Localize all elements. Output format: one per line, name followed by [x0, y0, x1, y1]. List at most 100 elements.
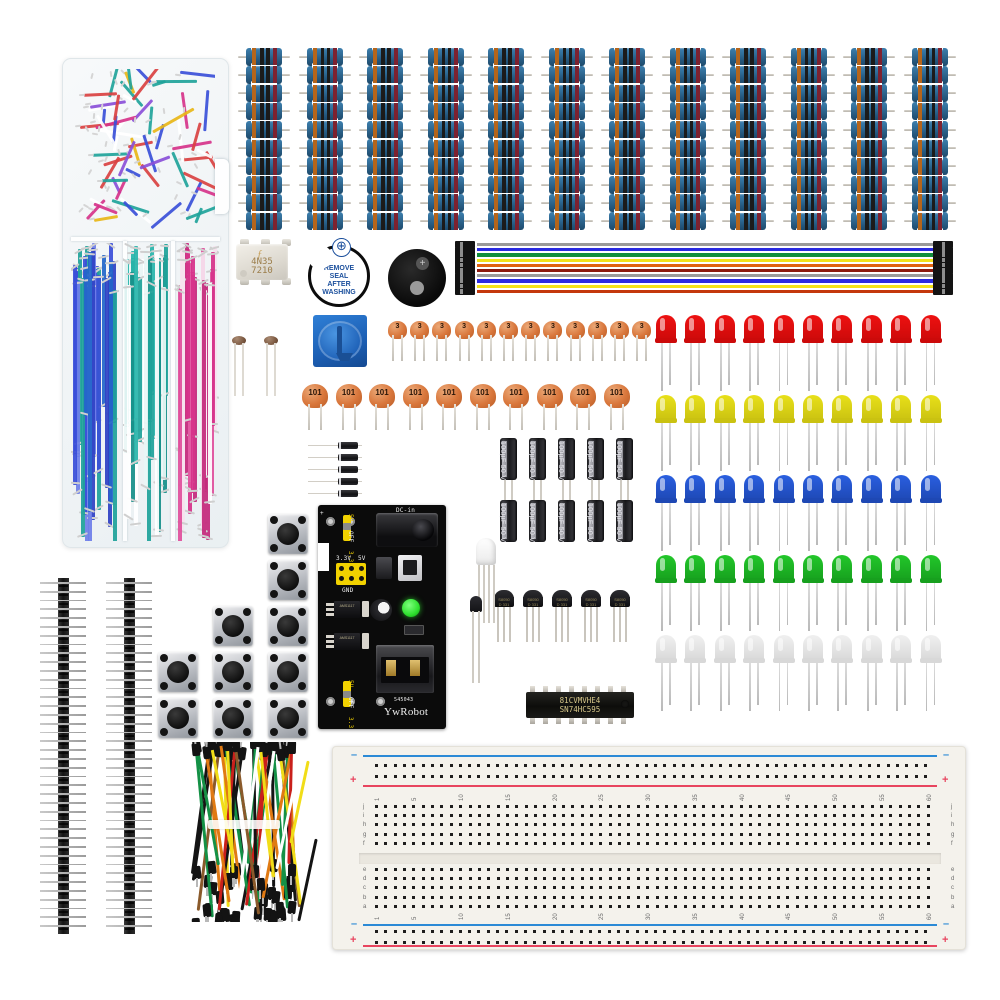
resistor-band: [266, 66, 270, 84]
resistor-band: [865, 66, 869, 84]
led-gloss: [777, 318, 783, 331]
breadboard-hole: [849, 941, 853, 944]
breadboard-hole: [459, 823, 463, 827]
resistor-band: [696, 121, 700, 139]
breadboard-hole: [674, 841, 678, 845]
breadboard-hole: [505, 764, 509, 767]
breadboard-hole: [403, 775, 407, 778]
regulator-pad: [326, 613, 334, 616]
resistor-band: [696, 102, 700, 120]
resistor-band: [623, 121, 627, 139]
led-row-green: [655, 555, 956, 635]
diode-lead: [308, 480, 362, 483]
resistor-band: [931, 194, 935, 212]
cap-lead: [627, 480, 629, 502]
jumper-lead: [71, 481, 81, 485]
led-anode: [837, 343, 840, 391]
button-pin: [270, 562, 278, 570]
header-nub: [125, 866, 134, 869]
breadboard-hole: [702, 904, 706, 908]
resistor-band: [260, 212, 264, 230]
header-pin: [106, 661, 152, 663]
jumper-wire: [109, 260, 114, 505]
resistor-band: [447, 157, 451, 175]
breadboard-hole: [907, 895, 911, 899]
resistor-band: [502, 157, 506, 175]
breadboard-hole: [683, 886, 687, 890]
breadboard-hole: [533, 775, 537, 778]
breadboard-hole: [384, 904, 388, 908]
breadboard-hole: [421, 868, 425, 871]
breadboard-hole: [552, 868, 556, 871]
header-nub: [59, 910, 68, 913]
ic-pin: [530, 716, 535, 724]
resistor-body: [246, 193, 282, 212]
breadboard-hole: [814, 832, 818, 836]
resistor: [843, 102, 895, 121]
header-pin: [106, 617, 152, 619]
resistor-band: [433, 102, 438, 120]
rail-sign-negative: –: [351, 749, 358, 761]
resistor-band: [260, 84, 264, 102]
resistor: [540, 193, 593, 212]
resistor-band: [689, 102, 693, 120]
resistor-band: [804, 48, 808, 65]
electrolytic-capacitor: 100µF 50 V: [557, 438, 575, 502]
breadboard-hole: [477, 868, 481, 871]
breadboard-hole: [496, 823, 500, 827]
breadboard-hole: [468, 775, 471, 778]
optocoupler-pin: [240, 239, 249, 246]
resistor-band: [568, 48, 572, 65]
breadboard-hole: [802, 775, 806, 778]
led-gloss: [718, 318, 724, 331]
diode: [308, 454, 362, 461]
led-gloss: [807, 638, 812, 651]
breadboard-hole: [635, 764, 639, 767]
resistor: [238, 139, 290, 157]
ic-pin: [595, 716, 600, 724]
resistor-band: [623, 102, 627, 120]
led-anode: [837, 423, 840, 471]
resistor-band: [871, 157, 875, 175]
resistor-band: [877, 102, 882, 120]
breadboard-hole: [590, 895, 594, 899]
resistor: [480, 102, 532, 121]
breadboard-hole: [861, 868, 865, 871]
optocoupler-pin: [261, 239, 270, 246]
resistor-band: [387, 102, 391, 120]
resistor-band: [817, 194, 821, 212]
breadboard-hole: [580, 904, 584, 908]
resistor-band: [917, 212, 922, 230]
resistor: [419, 175, 472, 194]
led-cathode: [816, 663, 818, 705]
resistor-band: [441, 194, 445, 212]
breadboard-hole: [505, 814, 509, 818]
resistor-band: [326, 84, 330, 102]
resistor-band: [925, 139, 929, 157]
breadboard-hole: [579, 764, 583, 767]
resistor-band: [756, 48, 761, 65]
resistor: [661, 175, 714, 194]
resistor-band: [494, 212, 498, 230]
header-nub: [59, 646, 68, 649]
resistor-band: [508, 102, 512, 120]
breadboard-hole: [626, 930, 630, 933]
resistor-band: [675, 121, 680, 139]
breadboard-hole: [590, 823, 594, 827]
breadboard-hole: [692, 895, 696, 899]
led-cathode: [669, 503, 671, 545]
button-pin: [188, 728, 196, 736]
resistor: [298, 84, 351, 103]
electrolytic-capacitor: 100µF 50 V: [528, 438, 546, 502]
breadboard-hole: [889, 841, 893, 845]
led-cathode: [816, 503, 818, 545]
led-cathode: [874, 423, 877, 465]
led-rim: [684, 578, 707, 583]
breadboard-hole: [898, 877, 902, 881]
breadboard-hole: [403, 877, 407, 881]
resistor: [480, 65, 532, 84]
diode-body: [338, 490, 358, 497]
button-pin: [188, 700, 196, 708]
resistor-band: [817, 48, 821, 65]
thermistor: [264, 336, 278, 396]
